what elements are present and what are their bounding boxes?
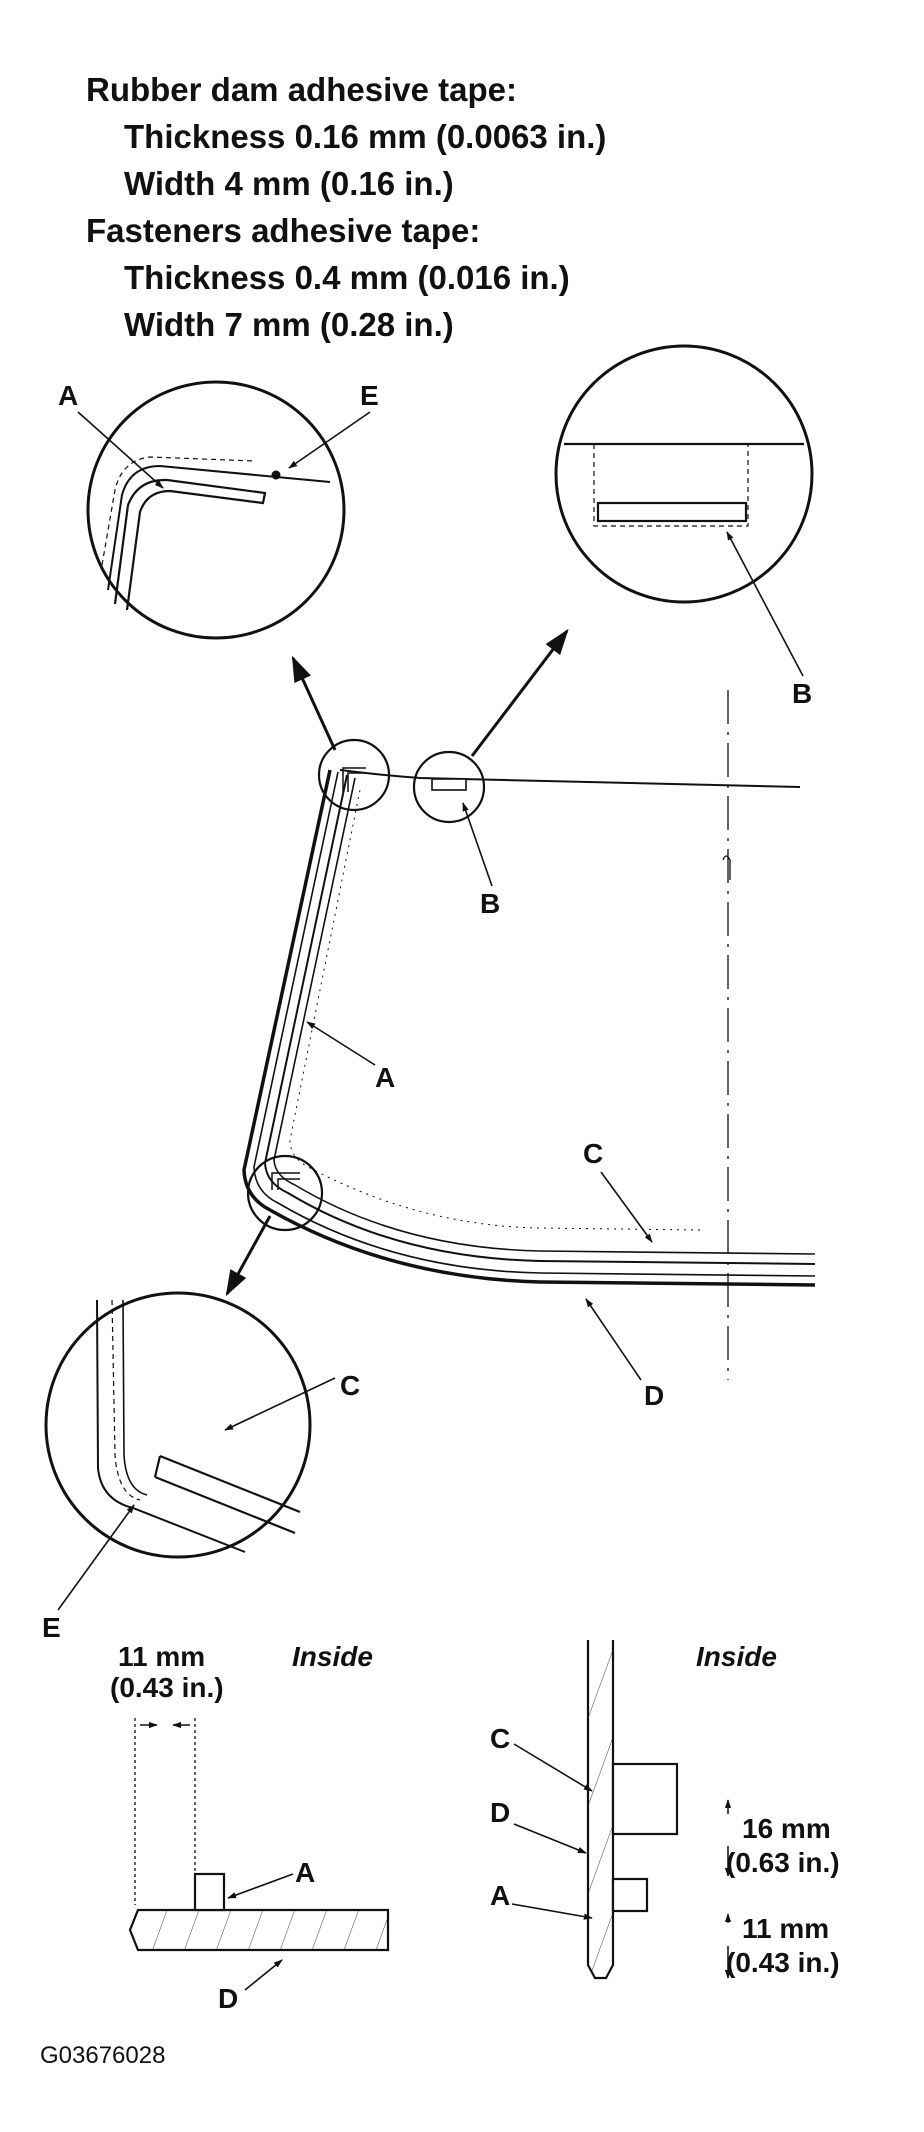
label-b-main: B: [462, 802, 500, 919]
svg-text:(0.43 in.): (0.43 in.): [110, 1672, 224, 1703]
svg-text:D: D: [218, 1983, 238, 2014]
detail-circle-corner-bottom: [246, 1154, 324, 1232]
label-c-main: C: [583, 1138, 653, 1243]
label-a-top: A: [58, 380, 164, 489]
magnified-detail-top-left: [86, 380, 346, 640]
svg-text:C: C: [583, 1138, 603, 1169]
svg-text:A: A: [375, 1062, 395, 1093]
svg-text:A: A: [490, 1880, 510, 1911]
magnified-detail-bottom-left: [44, 1291, 312, 1559]
fasteners-thickness: Thickness 0.4 mm (0.016 in.): [124, 259, 570, 296]
svg-text:E: E: [42, 1612, 61, 1643]
svg-text:(0.43 in.): (0.43 in.): [726, 1947, 840, 1978]
svg-text:A: A: [58, 380, 78, 411]
rubber-dam-tape-heading: Rubber dam adhesive tape:: [86, 71, 517, 108]
svg-text:A: A: [295, 1857, 315, 1888]
label-d-main: D: [585, 1298, 664, 1411]
figure-code: G03676028: [40, 2042, 165, 2069]
label-c-bottom-left: C: [224, 1370, 360, 1431]
label-e-bottom-left: E: [42, 1504, 135, 1643]
cross-section-left: 11 mm (0.43 in.) Inside A D: [110, 1641, 390, 2014]
svg-text:B: B: [792, 678, 812, 709]
svg-text:D: D: [644, 1380, 664, 1411]
svg-text:Inside: Inside: [696, 1641, 777, 1672]
label-e-top: E: [288, 380, 379, 469]
svg-text:11 mm: 11 mm: [118, 1641, 205, 1672]
svg-text:16 mm: 16 mm: [742, 1813, 831, 1844]
svg-text:C: C: [340, 1370, 360, 1401]
label-b-top-right: B: [726, 531, 812, 709]
detail-circle-corner-top: [317, 738, 391, 812]
svg-text:D: D: [490, 1797, 510, 1828]
svg-text:11 mm: 11 mm: [742, 1913, 829, 1944]
windshield-outline: [242, 769, 816, 1287]
svg-text:(0.63 in.): (0.63 in.): [726, 1847, 840, 1878]
svg-text:C: C: [490, 1723, 510, 1754]
tape-specifications: Rubber dam adhesive tape: Thickness 0.16…: [86, 66, 606, 348]
fasteners-tape-heading: Fasteners adhesive tape:: [86, 212, 481, 249]
svg-text:B: B: [480, 888, 500, 919]
magnified-detail-top-right: [554, 344, 814, 604]
rubber-dam-width: Width 4 mm (0.16 in.): [124, 165, 454, 202]
cross-section-right: Inside C D A 16 mm (0.63 in.) 11 mm (0.4…: [490, 1640, 840, 1980]
svg-text:Inside: Inside: [292, 1641, 373, 1672]
detail-circle-fastener: [412, 750, 486, 824]
svg-text:E: E: [360, 380, 379, 411]
rubber-dam-thickness: Thickness 0.16 mm (0.0063 in.): [124, 118, 607, 155]
label-a-main: A: [306, 1021, 395, 1093]
fasteners-width: Width 7 mm (0.28 in.): [124, 306, 454, 343]
